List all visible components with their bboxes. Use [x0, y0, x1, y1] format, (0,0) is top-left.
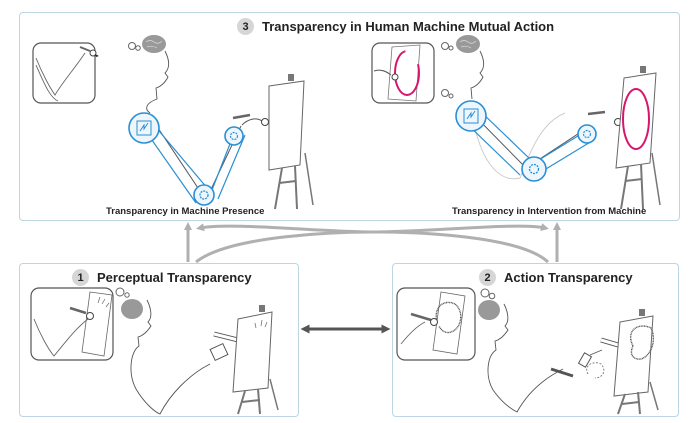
- thought-bubble-perceptual: [115, 287, 143, 319]
- gear-joint-icon: [193, 184, 215, 206]
- panel-mutual-action-title: 3 Transparency in Human Machine Mutual A…: [237, 18, 554, 35]
- perceptual-illustration: [30, 287, 279, 415]
- caption-machine-presence: Transparency in Machine Presence: [106, 206, 265, 217]
- panel-mutual-action-heading: Transparency in Human Machine Mutual Act…: [262, 19, 555, 34]
- easel-action: [613, 309, 659, 415]
- easel-perceptual: [232, 305, 279, 415]
- human-body-perceptual: [130, 299, 211, 415]
- gear-joint-icon: [521, 156, 547, 182]
- panel-action-transparency: 2 Action Transparency: [392, 263, 679, 417]
- ghost-human-arm: [471, 112, 566, 180]
- panel-action-title: 2 Action Transparency: [479, 269, 633, 286]
- robot-arm-right: [455, 100, 626, 182]
- action-illustration: [396, 287, 659, 415]
- thought-bubble-left: [128, 35, 166, 53]
- human-profile-right: [470, 50, 485, 100]
- drawn-stroke-loop: [630, 325, 655, 360]
- step-badge-3: 3: [237, 18, 254, 35]
- thought-bubble-right: [441, 35, 480, 99]
- panel-perceptual-transparency: 1 Perceptual Transparency: [19, 263, 299, 417]
- panel-mutual-action: 3 Transparency in Human Machine Mutual A…: [19, 12, 680, 221]
- step-badge-2: 2: [479, 269, 496, 286]
- arrow-perceptual-to-intervention: [195, 223, 549, 264]
- human-profile-left: [146, 50, 170, 114]
- human-body-action: [487, 303, 564, 413]
- thought-bubble-action: [478, 288, 500, 320]
- gear-joint-icon: [577, 124, 597, 144]
- easel-left: [268, 74, 314, 210]
- robot-arm-left: [128, 112, 273, 206]
- inset-arm-sketch-right: [371, 42, 435, 104]
- arrow-action-to-presence: [196, 223, 550, 264]
- inset-arm-sketch-left: [32, 42, 99, 104]
- mutual-action-illustration: [32, 35, 661, 210]
- inset-perceptual-sketch: [30, 287, 114, 361]
- caption-intervention-from-machine: Transparency in Intervention from Machin…: [452, 206, 647, 217]
- panel-action-heading: Action Transparency: [504, 270, 633, 285]
- panel-perceptual-heading: Perceptual Transparency: [97, 270, 252, 285]
- step-badge-1: 1: [72, 269, 89, 286]
- panel-perceptual-title: 1 Perceptual Transparency: [72, 269, 252, 286]
- easel-right: [615, 66, 661, 210]
- gear-joint-icon: [224, 126, 244, 146]
- pink-stroke-circle: [622, 88, 650, 150]
- inset-action-sketch: [396, 287, 476, 361]
